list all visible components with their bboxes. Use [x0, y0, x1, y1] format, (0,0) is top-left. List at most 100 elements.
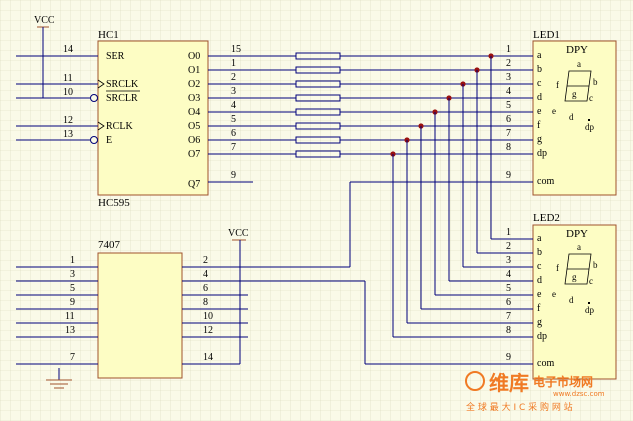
- seg-label: b: [593, 77, 598, 87]
- pin-label: b: [537, 247, 542, 258]
- pin-number: 8: [506, 325, 511, 336]
- pin-number: 10: [63, 87, 73, 98]
- pin-number: 12: [203, 325, 213, 336]
- led2-body: [532, 224, 617, 380]
- pin-number: 11: [63, 73, 73, 84]
- led2-designator: LED2: [533, 212, 560, 224]
- pin-number: 4: [506, 86, 511, 97]
- pin-number: 13: [63, 129, 73, 140]
- com-pin-number: 9: [506, 170, 511, 181]
- ground-symbol: [46, 368, 72, 389]
- output-label: O1: [188, 65, 200, 76]
- led2-seven-segment-icon: a b c d e f g dp: [552, 242, 598, 315]
- pin-label: e: [537, 106, 542, 117]
- com-label: com: [537, 358, 554, 369]
- vcc-label: VCC: [34, 15, 55, 26]
- seg-label: dp: [585, 305, 595, 315]
- clock-triangle-icon: [97, 121, 105, 131]
- seg-label: e: [552, 106, 556, 116]
- inversion-bubble-icon: [90, 136, 98, 144]
- pin-number: 12: [63, 115, 73, 126]
- led1-seven-segment-icon: a b c d e f g dp: [552, 59, 598, 132]
- pin-number: 11: [65, 311, 75, 322]
- seg-label: c: [589, 276, 593, 286]
- led1-body: [532, 40, 617, 196]
- clock-triangle-icon: [97, 79, 105, 89]
- output-label: O0: [188, 51, 200, 62]
- output-pin-number: 7: [231, 142, 236, 153]
- pin-label: g: [537, 134, 542, 145]
- pin-number: 6: [506, 114, 511, 125]
- inversion-bubble-icon: [90, 94, 98, 102]
- output-pin-number: 1: [231, 58, 236, 69]
- led2-pins: 1 2 3 4 5 6 7 8 9 a b c d e f g dp com: [506, 227, 554, 369]
- pin-number: 6: [203, 283, 208, 294]
- com-label: com: [537, 176, 554, 187]
- pin-number: 9: [70, 297, 75, 308]
- output-pin-number: 3: [231, 86, 236, 97]
- pin-label: e: [537, 289, 542, 300]
- pin-label: a: [537, 50, 542, 61]
- buffer-left-pins: 1 3 5 9 11 13 7: [65, 255, 75, 363]
- led1-pins: 1 2 3 4 5 6 7 8 9 a b c d e f g dp com: [506, 44, 554, 187]
- output-label: O6: [188, 135, 200, 146]
- wiring: [16, 52, 533, 365]
- pin-label: RCLK: [106, 121, 133, 132]
- pin-number: 8: [506, 142, 511, 153]
- pin-label: b: [537, 64, 542, 75]
- segment-outline: [564, 70, 592, 102]
- seg-label: d: [569, 112, 574, 122]
- pin-number: 6: [506, 297, 511, 308]
- hc595-pin-e: 13 E: [63, 129, 112, 146]
- seg-label: g: [572, 89, 577, 99]
- output-label: O5: [188, 121, 200, 132]
- pin-number: 4: [203, 269, 208, 280]
- pin-number: 5: [506, 283, 511, 294]
- pin-number: 3: [70, 269, 75, 280]
- hc595-designator: HC1: [98, 29, 119, 41]
- watermark: 维库 电子市场网 www.dzsc.com 全 球 最 大 I C 采 购 网 …: [465, 371, 605, 413]
- pin-number: 13: [65, 325, 75, 336]
- watermark-brand: 维库: [489, 371, 529, 395]
- seg-label: c: [589, 93, 593, 103]
- watermark-url: www.dzsc.com: [553, 390, 605, 398]
- hc595-pin-ser: 14 SER: [63, 44, 125, 62]
- led1-title: DPY: [566, 44, 588, 56]
- output-label: O7: [188, 149, 200, 160]
- pin-number: 1: [506, 44, 511, 55]
- buffer-7407-body: [97, 252, 183, 379]
- hc595-pin-rclk: 12 RCLK: [63, 115, 133, 132]
- vcc-mid-symbol: VCC: [228, 228, 249, 241]
- pin-label: d: [537, 275, 542, 286]
- output-pin-number: 6: [231, 128, 236, 139]
- hc595-chip-body: [97, 40, 209, 196]
- seg-label: f: [556, 80, 559, 90]
- pin-number: 3: [506, 255, 511, 266]
- output-pin-number: 2: [231, 72, 236, 83]
- pin-label: SRCLK: [106, 79, 139, 90]
- pin-number: 1: [70, 255, 75, 266]
- pin-label: f: [537, 120, 541, 131]
- pin-label: SER: [106, 51, 125, 62]
- seg-label: dp: [585, 122, 595, 132]
- pin-number: 10: [203, 311, 213, 322]
- output-pin-number: 15: [231, 44, 241, 55]
- seg-label: f: [556, 263, 559, 273]
- pin-number: 7: [70, 352, 75, 363]
- hc595-part-label: HC595: [98, 197, 130, 209]
- pin-label: a: [537, 233, 542, 244]
- pin-number: 8: [203, 297, 208, 308]
- pin-number: 14: [63, 44, 73, 55]
- segment-outline: [564, 253, 592, 285]
- output-pin-number: 4: [231, 100, 236, 111]
- pin-label: d: [537, 92, 542, 103]
- led1-designator: LED1: [533, 29, 560, 41]
- pin-label: c: [537, 261, 542, 272]
- buffer-right-pins: 2 4 6 8 10 12 14: [203, 255, 213, 363]
- seg-label: a: [577, 242, 581, 252]
- pin-number: 1: [506, 227, 511, 238]
- vcc-label: VCC: [228, 228, 249, 239]
- watermark-brand-sub: 电子市场网: [533, 374, 593, 389]
- pin-number: 3: [506, 72, 511, 83]
